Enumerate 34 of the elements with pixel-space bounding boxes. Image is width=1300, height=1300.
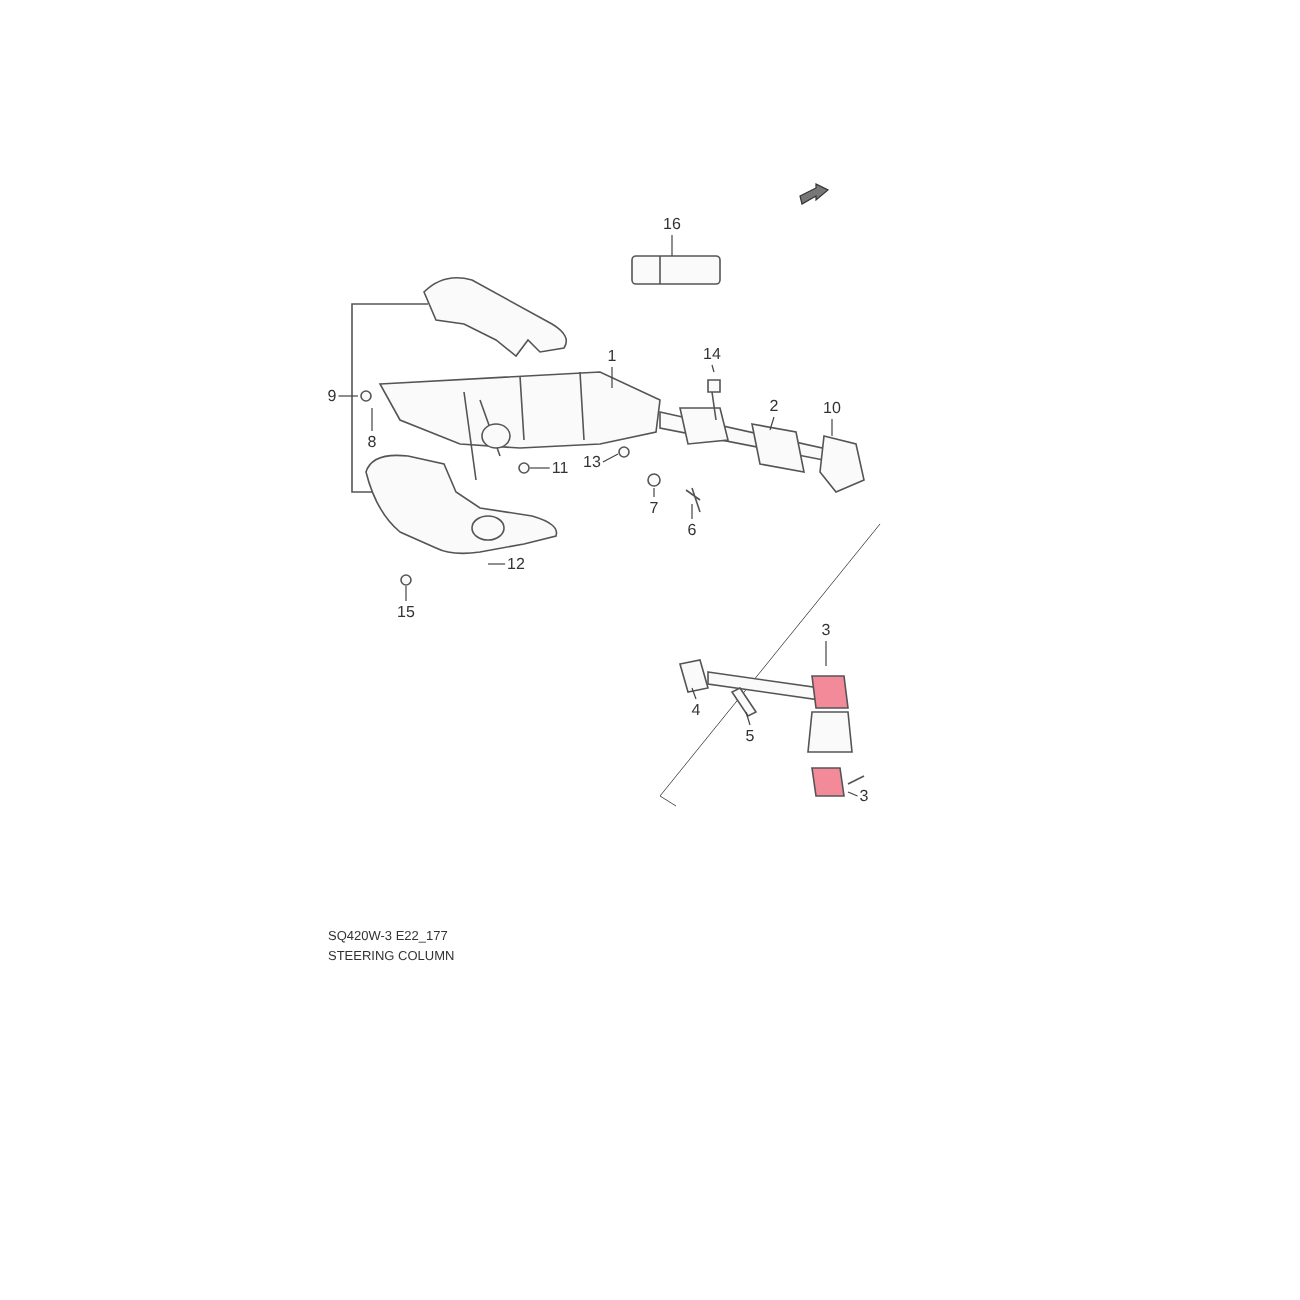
leader-line — [487, 563, 506, 565]
callout-number: 8 — [367, 433, 377, 451]
leader-line — [337, 395, 359, 397]
leader-line — [529, 467, 551, 469]
leader-line — [405, 585, 407, 602]
callout-number: 15 — [397, 603, 415, 621]
leader-line — [831, 418, 833, 437]
leader-line — [671, 234, 673, 257]
leader-line — [769, 416, 775, 431]
leader-line — [653, 487, 655, 498]
callout-number: 2 — [769, 397, 779, 415]
callout-number: 9 — [327, 387, 337, 405]
leader-line — [691, 687, 697, 700]
callout-number: 16 — [663, 215, 681, 233]
leader-line — [847, 791, 859, 797]
callout-number: 13 — [583, 453, 601, 471]
leader-line — [691, 503, 693, 520]
callout-number: 5 — [745, 727, 755, 745]
callout-number: 14 — [703, 345, 721, 363]
callout-number: 3 — [859, 787, 869, 805]
leader-line — [371, 407, 373, 432]
callout-number: 7 — [649, 499, 659, 517]
leader-line — [825, 640, 827, 667]
callout-number: 4 — [691, 701, 701, 719]
callout-number: 1 — [607, 347, 617, 365]
callout-number: 12 — [507, 555, 525, 573]
leader-line — [745, 711, 751, 726]
leader-line — [602, 453, 619, 463]
callout-number: 11 — [551, 459, 569, 477]
callout-number: 10 — [823, 399, 841, 417]
leader-line — [611, 366, 613, 389]
leader-line — [711, 364, 715, 373]
callout-number: 6 — [687, 521, 697, 539]
callout-number: 3 — [821, 621, 831, 639]
